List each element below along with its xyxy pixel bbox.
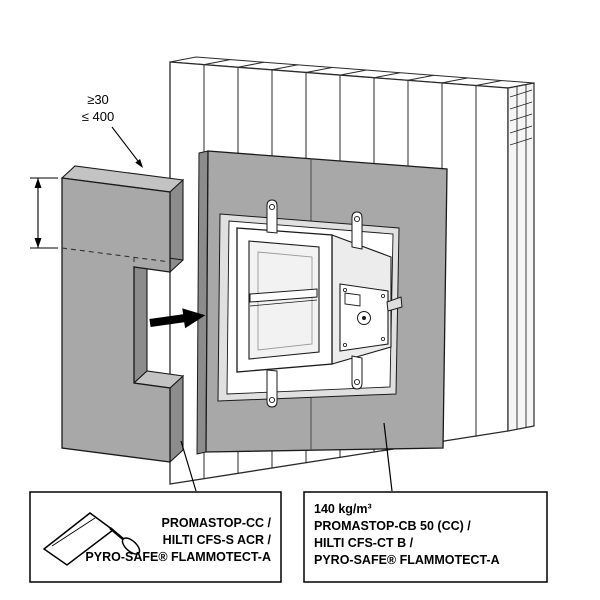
trowel-handle: [121, 537, 141, 555]
actuator-lever: [386, 296, 403, 312]
size-dimension-label: ≥30 ≤ 400: [82, 92, 143, 168]
cover-board: [60, 165, 185, 464]
dimension-text-line2: ≤ 400: [82, 109, 114, 124]
tab-hole: [353, 215, 361, 223]
hatch-line: [509, 125, 533, 134]
wall-plank-top-tick: [339, 69, 367, 76]
hatch-line: [509, 101, 533, 110]
wall-plank-top-tick: [373, 72, 401, 79]
hatch-line: [509, 89, 533, 98]
tab-hole: [268, 396, 276, 404]
dimension-text-line1: ≥30: [87, 92, 109, 107]
trowel-blade-crease: [51, 517, 96, 547]
hidden-cut-line-horizontal: [61, 247, 171, 263]
dimension-leader-line: [111, 126, 142, 166]
callout-left-leader: [180, 440, 197, 492]
callout-left-text-line1: PROMASTOP-CC /: [162, 516, 272, 530]
cover-board-right-edge-lower: [169, 374, 184, 464]
dimension-arrowhead-bottom: [34, 238, 42, 248]
tab-hole: [353, 378, 361, 386]
damper-mounting-tab-bottom-front: [266, 369, 278, 408]
callout-right-text-line2: PROMASTOP-CB 50 (CC) /: [314, 519, 471, 533]
trowel-icon: [42, 512, 141, 566]
wall-plank-top-tick: [441, 77, 469, 84]
wall-section-hatching: [509, 89, 533, 146]
callout-left: PROMASTOP-CC / HILTI CFS-S ACR / PYRO-SA…: [29, 440, 282, 583]
tab-hole: [268, 203, 276, 211]
callout-right-text-line1: 140 kg/m³: [314, 502, 372, 516]
callout-right-text-line3: HILTI CFS-CT B /: [314, 536, 414, 550]
fire-damper: [236, 199, 403, 408]
dimension-leader-arrowhead: [135, 159, 143, 168]
damper-blade-axis: [249, 299, 318, 307]
wall-plank-top-tick: [407, 74, 435, 81]
wall-plank-top-tick: [475, 80, 503, 86]
wall-plank-top-tick: [305, 67, 333, 73]
hatch-line: [509, 113, 533, 122]
notch-inner-face: [133, 253, 148, 385]
callout-right-box: [303, 491, 548, 583]
callout-right: 140 kg/m³ PROMASTOP-CB 50 (CC) / HILTI C…: [303, 422, 548, 583]
wall-plank-top-tick: [271, 64, 299, 71]
install-direction-arrow: [149, 308, 206, 329]
callout-right-leader: [383, 422, 393, 492]
cover-board-front-face: [61, 177, 171, 463]
hatch-line: [509, 137, 533, 146]
callout-left-text-line3: PYRO-SAFE® FLAMMOTECT-A: [85, 550, 271, 564]
damper-blade: [249, 288, 318, 303]
actuator-screw: [342, 342, 347, 347]
wall-side-layers: [516, 84, 527, 430]
wall-plank-top-tick: [203, 59, 231, 66]
wall-plank-top-tick: [237, 61, 265, 68]
actuator-screw: [380, 336, 385, 341]
damper-actuator: [339, 283, 403, 352]
damper-mounting-tab-top-back: [351, 211, 363, 250]
actuator-detail-box: [344, 292, 361, 307]
actuator-screw: [342, 287, 347, 292]
actuator-dial-center: [362, 316, 366, 320]
damper-inner-depth: [257, 251, 313, 351]
dimension-arrowhead-top: [34, 178, 42, 188]
wall-side-face: [507, 82, 535, 432]
vertical-dimension: [30, 177, 58, 249]
damper-duct-opening: [248, 240, 320, 360]
callout-left-text-line2: HILTI CFS-S ACR /: [163, 533, 272, 547]
actuator-screw: [380, 293, 385, 298]
trowel-neck: [109, 527, 124, 540]
callout-right-text-line4: PYRO-SAFE® FLAMMOTECT-A: [314, 553, 500, 567]
